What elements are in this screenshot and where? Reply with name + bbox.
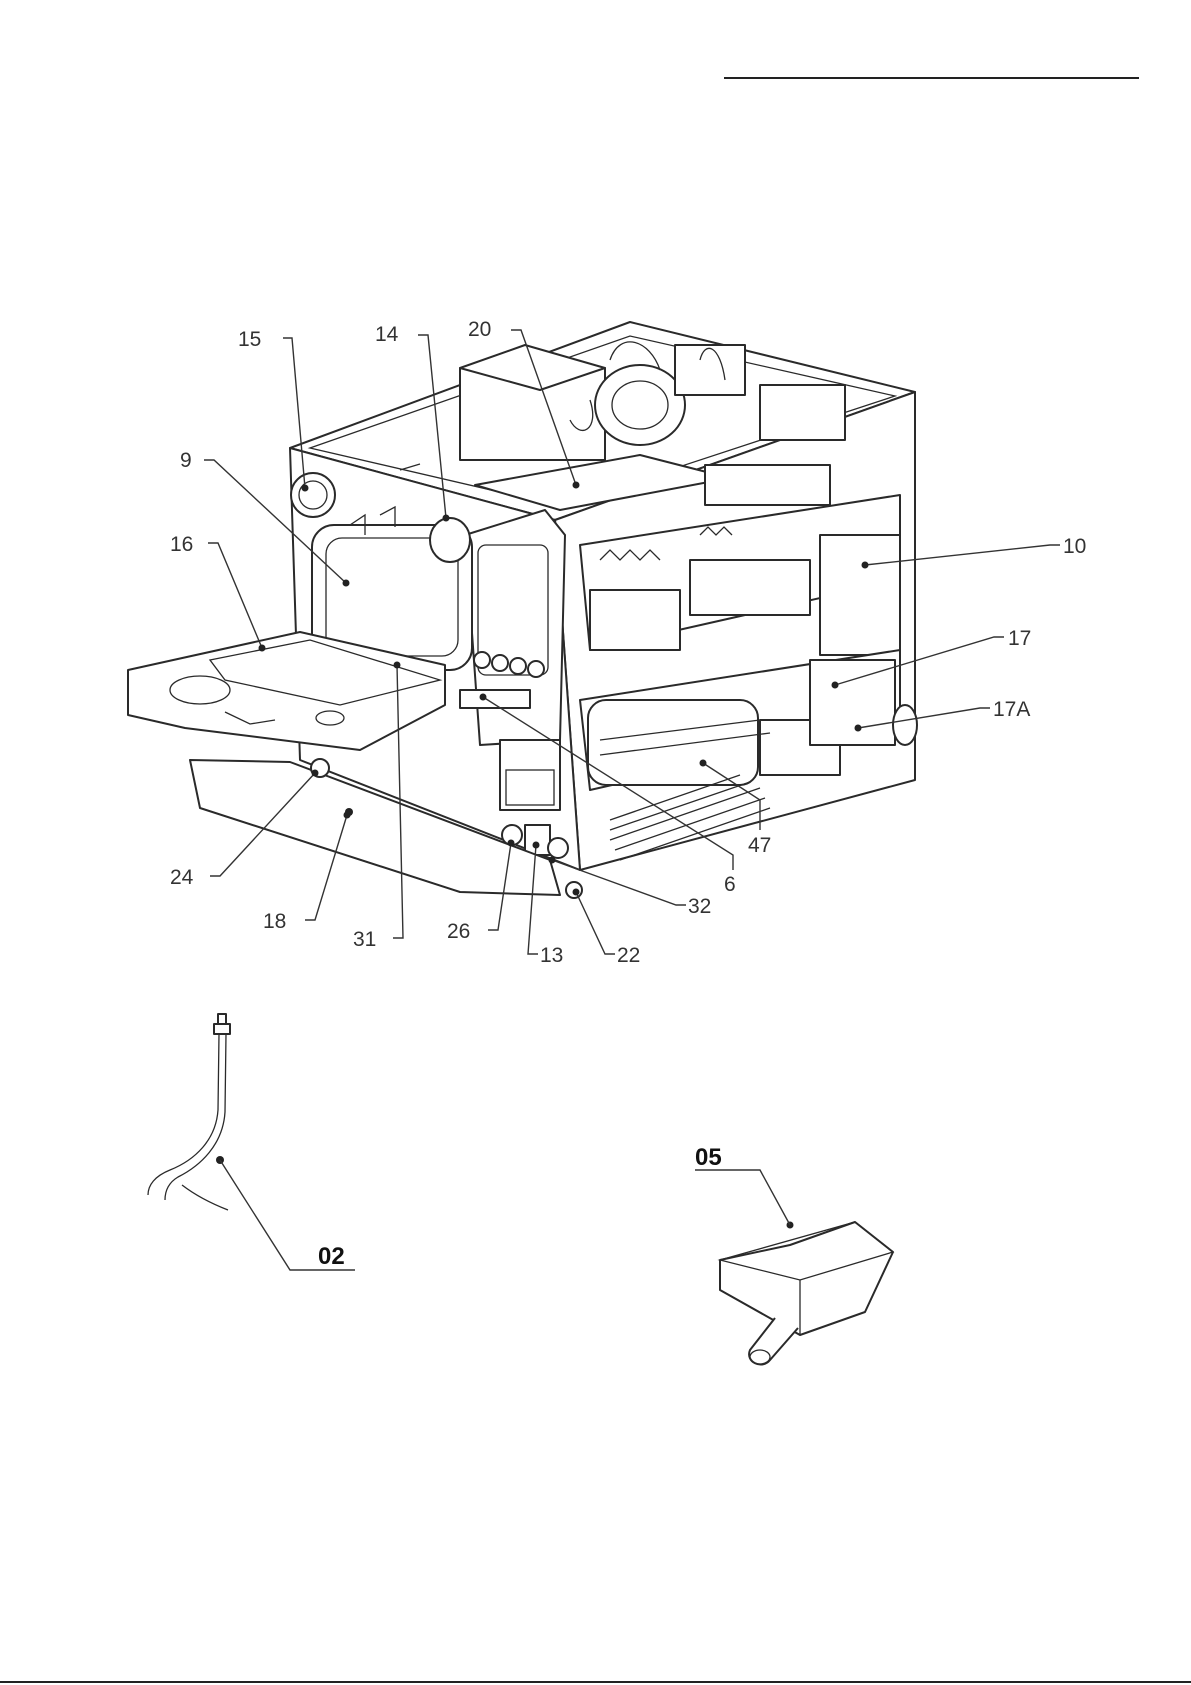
callout-15: 15 [238,328,261,351]
accessory-hose-02: 02 [148,1014,355,1270]
valve-17 [810,660,895,745]
callout-22: 22 [617,944,640,967]
pump-motor [595,365,685,445]
callout-24: 24 [170,866,194,889]
callout-26: 26 [447,920,470,943]
gauge-15 [291,473,335,517]
boiler-tank [588,700,758,785]
callout-05: 05 [695,1144,722,1171]
accessory-funnel-05: 05 [695,1144,893,1365]
callout-10: 10 [1063,535,1086,558]
callout-32: 32 [688,895,711,918]
knob-14 [430,518,470,562]
callout-20: 20 [468,318,491,341]
callout-17: 17 [1008,627,1031,650]
board-10 [820,535,900,655]
callout-17a: 17A [993,698,1030,721]
callout-47: 47 [748,834,771,857]
callout-02: 02 [318,1243,345,1270]
callout-6: 6 [724,873,736,896]
callout-31: 31 [353,928,376,951]
callout-14: 14 [375,323,399,346]
callout-18: 18 [263,910,286,933]
switch-13 [525,825,550,855]
connector-32 [548,838,568,858]
callout-16: 16 [170,533,193,556]
callout-13: 13 [540,944,563,967]
printer-module [500,740,560,810]
callout-9: 9 [180,449,192,472]
